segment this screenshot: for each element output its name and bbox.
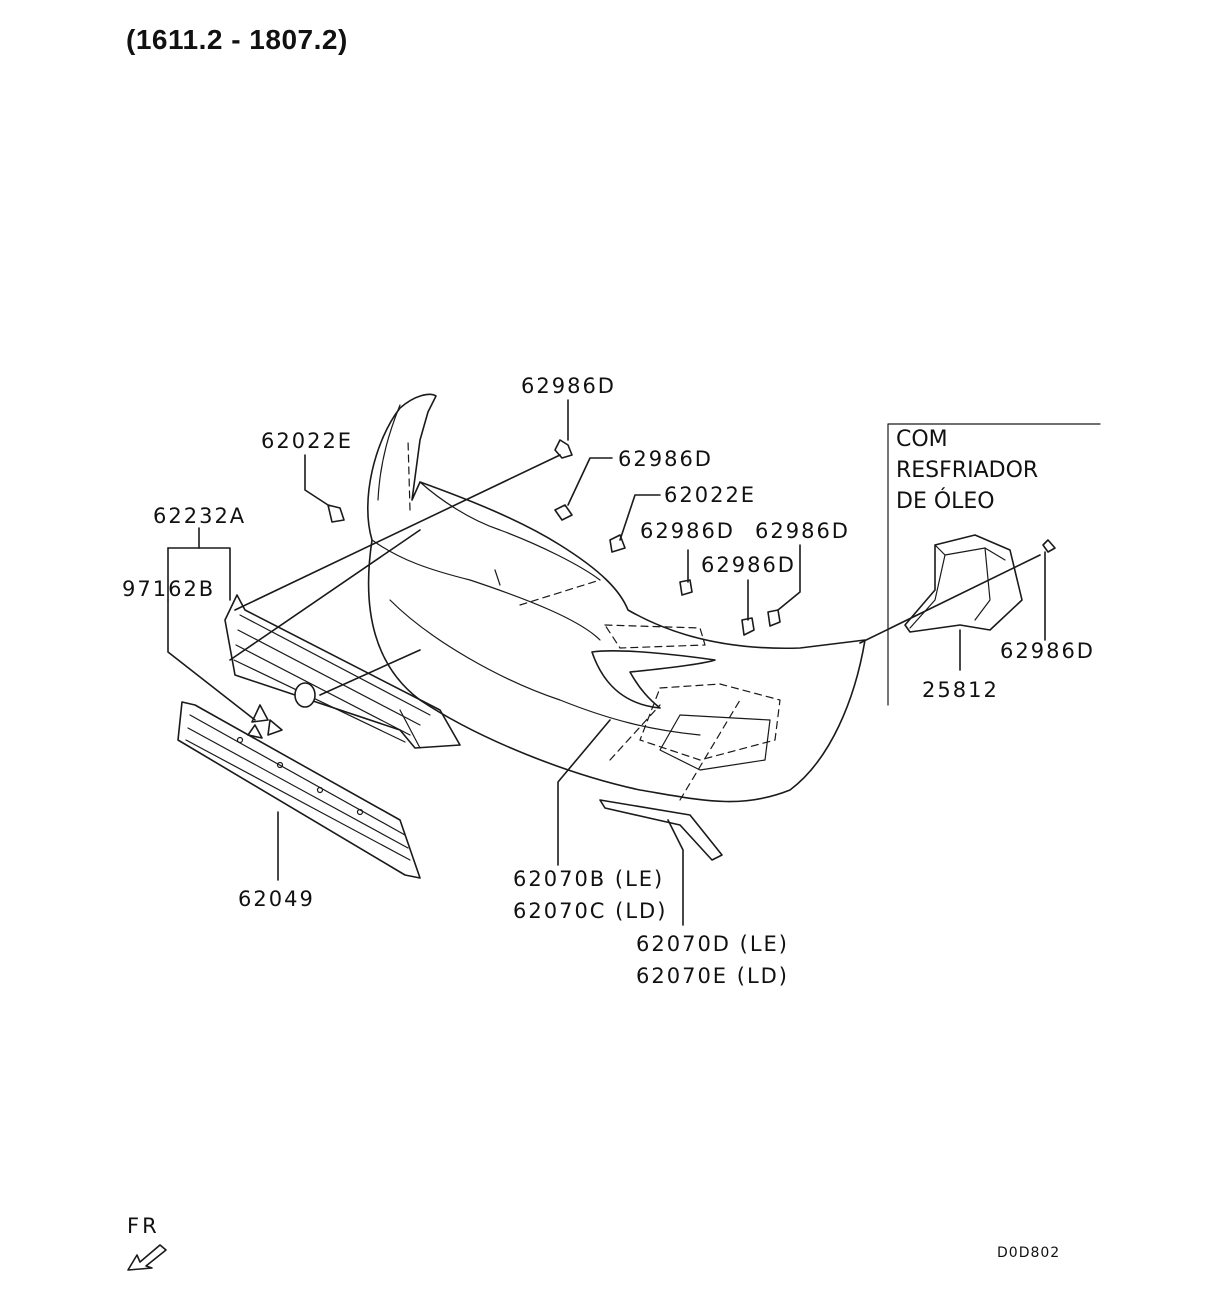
label-25812: 25812 [922,678,999,702]
label-62049: 62049 [238,887,315,911]
oil-cooler-duct [904,534,1056,633]
bumper-cover [366,393,866,803]
label-62986D-a: 62986D [640,519,735,543]
upper-grille [224,594,461,749]
label-62986D-c: 62986D [701,553,796,577]
diagram-title: (1611.2 - 1807.2) [126,24,348,55]
label-62986D-top: 62986D [521,374,616,398]
label-62232A: 62232A [153,504,247,528]
label-97162B: 97162B [122,577,216,601]
label-62070D: 62070D (LE) [636,932,790,956]
inset-frame [887,423,1101,706]
label-62986D-mid: 62986D [618,447,713,471]
inset-note-line3: DE ÓLEO [896,489,995,514]
inset-note-line2: RESFRIADOR [896,458,1039,483]
clips [327,439,781,636]
front-arrow-icon [127,1244,167,1271]
label-62022E-right: 62022E [664,483,757,507]
label-62986D-b: 62986D [755,519,850,543]
inset-note: COM RESFRIADOR DE ÓLEO [896,424,1038,517]
direction-label: FR [127,1214,160,1238]
lower-grille [177,701,421,879]
leader-lines [167,399,1046,926]
label-62070B: 62070B (LE) [513,867,665,891]
label-62022E-left: 62022E [261,429,354,453]
emblem [247,682,316,739]
label-62070C: 62070C (LD) [513,899,668,923]
lower-garnish [599,799,723,861]
label-62986D-inset: 62986D [1000,639,1095,663]
label-62070E: 62070E (LD) [636,964,790,988]
fog-lamp-opening [591,650,716,709]
inset-note-line1: COM [896,427,948,452]
diagram-code: D0D802 [997,1245,1061,1261]
